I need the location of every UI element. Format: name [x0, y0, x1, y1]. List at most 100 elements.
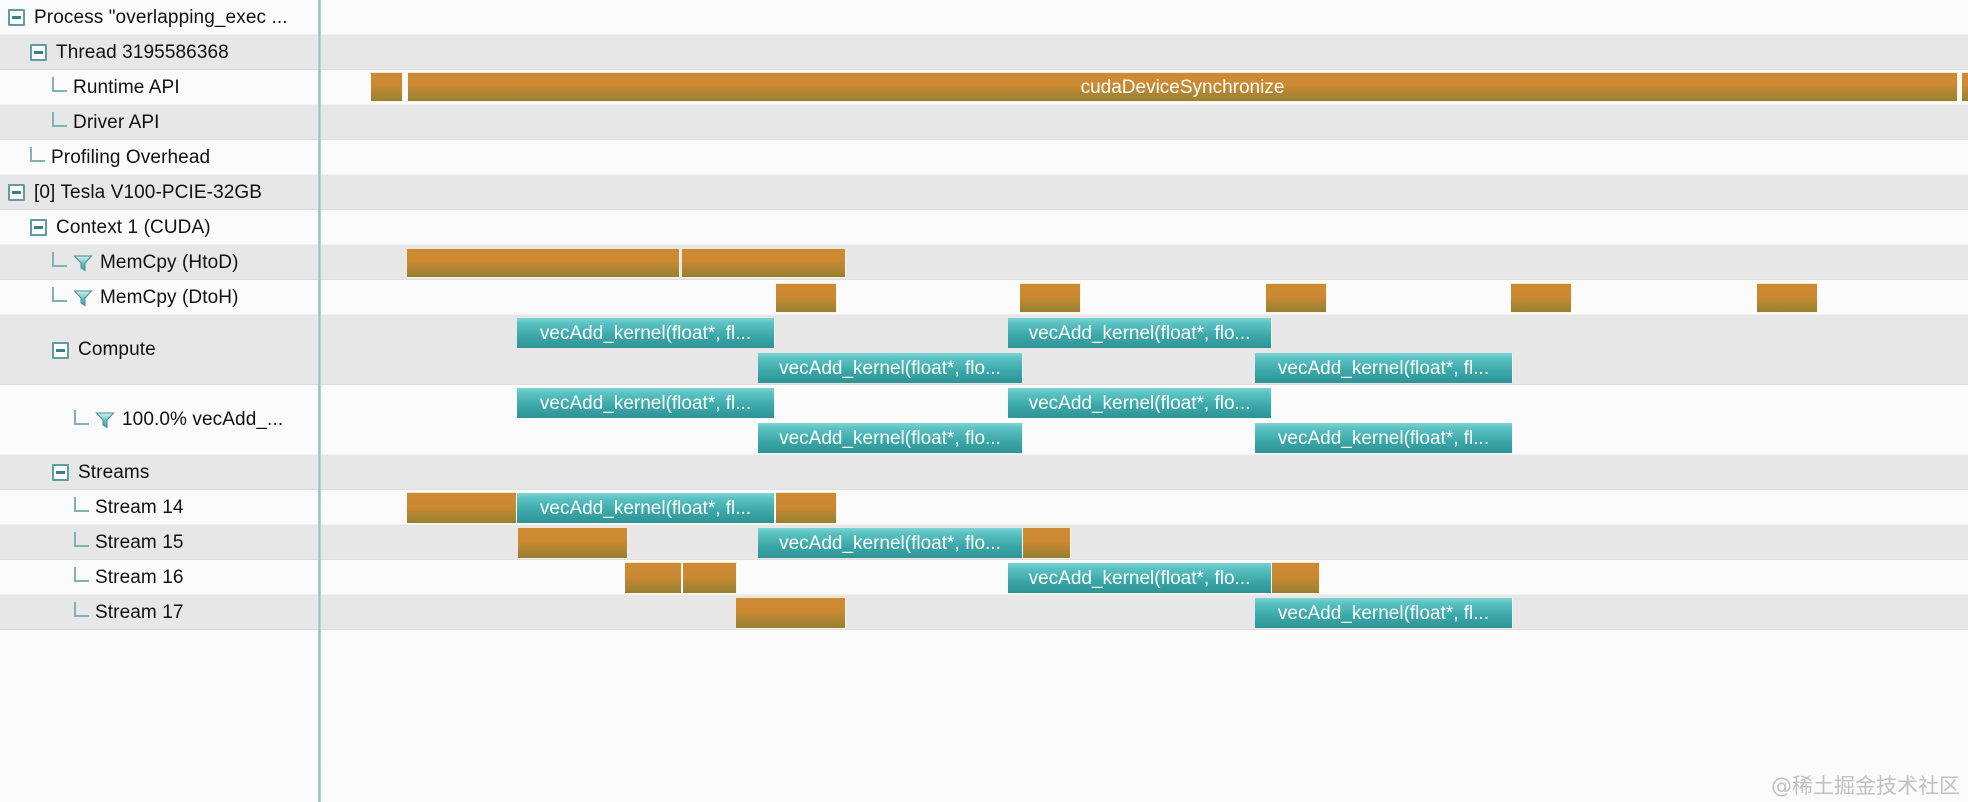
timeline-bar-stream-17[interactable]	[736, 598, 846, 628]
tree-item-label: 100.0% vecAdd_...	[122, 409, 284, 430]
timeline-bar-stream-15[interactable]: vecAdd_kernel(float*, flo...	[758, 528, 1023, 558]
tree-item-100-0-vecadd[interactable]: 100.0% vecAdd_...	[0, 385, 320, 455]
filter-icon[interactable]	[73, 289, 93, 307]
tree-item-label: Streams	[78, 461, 150, 483]
timeline-bar-stream-16[interactable]	[625, 563, 682, 593]
collapse-expander-icon[interactable]	[30, 219, 47, 236]
filter-icon[interactable]	[73, 254, 93, 272]
timeline-bar-stream-16[interactable]	[1272, 563, 1320, 593]
tree-item-thread-3195586368[interactable]: Thread 3195586368	[0, 35, 320, 70]
tree-item-context-1-cuda[interactable]: Context 1 (CUDA)	[0, 210, 320, 245]
tree-item-label: Stream 14	[95, 496, 184, 518]
tree-item-compute[interactable]: Compute	[0, 315, 320, 385]
timeline-row-band	[0, 490, 1968, 525]
tree-item-streams[interactable]: Streams	[0, 455, 320, 490]
collapse-expander-icon[interactable]	[52, 341, 69, 359]
timeline-bar-stream-15[interactable]	[518, 528, 628, 558]
collapse-expander-icon[interactable]	[8, 9, 25, 26]
timeline-bar-label: vecAdd_kernel(float*, fl...	[1277, 603, 1490, 623]
timeline-bar-runtime-api[interactable]	[371, 73, 403, 101]
timeline-bar-compute-a[interactable]: vecAdd_kernel(float*, flo...	[1008, 318, 1272, 348]
tree-item-memcpy-htod[interactable]: MemCpy (HtoD)	[0, 245, 320, 280]
tree-item-0-tesla-v100-pcie-32gb[interactable]: [0] Tesla V100-PCIE-32GB	[0, 175, 320, 210]
timeline-row-band	[0, 140, 1968, 175]
tree-item-stream-17[interactable]: Stream 17	[0, 595, 320, 630]
timeline-bar-compute-b[interactable]: vecAdd_kernel(float*, fl...	[1255, 353, 1513, 383]
timeline-bar-label: vecAdd_kernel(float*, flo...	[779, 358, 1001, 378]
tree-row-separator	[0, 559, 320, 560]
tree-elbow-connector-icon	[74, 409, 89, 425]
timeline-row-band	[0, 560, 1968, 595]
timeline-bar-kernel-detail-b[interactable]: vecAdd_kernel(float*, fl...	[1255, 423, 1513, 453]
tree-row-separator	[0, 174, 320, 175]
timeline-bar-label: vecAdd_kernel(float*, fl...	[539, 498, 752, 518]
tree-item-stream-16[interactable]: Stream 16	[0, 560, 320, 595]
tree-item-label: Context 1 (CUDA)	[56, 216, 211, 238]
timeline-bar-compute-a[interactable]: vecAdd_kernel(float*, fl...	[517, 318, 775, 348]
timeline-bar-memcpy-dtoh[interactable]	[1266, 284, 1327, 312]
timeline-bar-label: vecAdd_kernel(float*, fl...	[539, 393, 752, 413]
collapse-expander-icon[interactable]	[52, 464, 69, 481]
timeline-bar-stream-15[interactable]	[1023, 528, 1071, 558]
timeline-bar-stream-14[interactable]	[407, 493, 517, 523]
tree-item-label: Process "overlapping_exec ...	[34, 6, 288, 28]
timeline-bar-label: vecAdd_kernel(float*, fl...	[1277, 428, 1490, 448]
timeline-bar-kernel-detail-b[interactable]: vecAdd_kernel(float*, flo...	[758, 423, 1023, 453]
timeline-bar-kernel-detail-a[interactable]: vecAdd_kernel(float*, flo...	[1008, 388, 1272, 418]
tree-elbow-connector-icon	[52, 287, 67, 302]
timeline-bar-label: vecAdd_kernel(float*, fl...	[539, 323, 752, 343]
tree-row-separator	[0, 489, 320, 490]
tree-row-separator	[0, 244, 320, 245]
timeline-bar-memcpy-dtoh[interactable]	[776, 284, 837, 312]
timeline-canvas[interactable]: cudaDeviceSynchronize vecAdd_kernel(float…	[321, 0, 1968, 802]
tree-item-label: Driver API	[73, 111, 160, 133]
timeline-bar-memcpy-dtoh[interactable]	[1020, 284, 1081, 312]
timeline-bar-runtime-api[interactable]: cudaDeviceSynchronize	[408, 73, 1958, 101]
tree-item-label: Stream 16	[95, 566, 184, 588]
tree-row-separator	[0, 34, 320, 35]
tree-item-stream-15[interactable]: Stream 15	[0, 525, 320, 560]
timeline-bar-label: vecAdd_kernel(float*, flo...	[1028, 393, 1251, 413]
tree-item-stream-14[interactable]: Stream 14	[0, 490, 320, 525]
tree-item-label: Stream 17	[95, 601, 184, 623]
tree-row-separator	[0, 524, 320, 525]
tree-row-separator	[0, 139, 320, 140]
timeline-bar-memcpy-dtoh[interactable]	[1511, 284, 1572, 312]
tree-item-process-overlapping-exec[interactable]: Process "overlapping_exec ...	[0, 0, 320, 35]
timeline-bar-runtime-api[interactable]	[1962, 73, 1968, 101]
tree-row-separator	[0, 279, 320, 280]
timeline-bar-memcpy-htod[interactable]	[407, 249, 680, 277]
tree-elbow-connector-icon	[52, 252, 67, 267]
timeline-tree-panel[interactable]: Process "overlapping_exec ... Thread 3195…	[0, 0, 320, 802]
timeline-bar-memcpy-htod[interactable]	[682, 249, 846, 277]
tree-item-memcpy-dtoh[interactable]: MemCpy (DtoH)	[0, 280, 320, 315]
timeline-row-band	[0, 245, 1968, 280]
timeline-bar-stream-16[interactable]	[683, 563, 737, 593]
timeline-bar-stream-14[interactable]: vecAdd_kernel(float*, fl...	[517, 493, 775, 523]
timeline-bar-stream-17[interactable]: vecAdd_kernel(float*, fl...	[1255, 598, 1513, 628]
timeline-bar-label: vecAdd_kernel(float*, flo...	[1028, 323, 1251, 343]
tree-row-separator	[0, 454, 320, 455]
tree-item-driver-api[interactable]: Driver API	[0, 105, 320, 140]
timeline-bar-compute-b[interactable]: vecAdd_kernel(float*, flo...	[758, 353, 1023, 383]
tree-row-separator	[0, 104, 320, 105]
collapse-expander-icon[interactable]	[8, 184, 25, 201]
tree-item-profiling-overhead[interactable]: Profiling Overhead	[0, 140, 320, 175]
tree-row-separator	[0, 69, 320, 70]
tree-elbow-connector-icon	[74, 567, 89, 582]
timeline-bar-label: cudaDeviceSynchronize	[1080, 77, 1285, 97]
timeline-bar-memcpy-dtoh[interactable]	[1757, 284, 1818, 312]
filter-icon[interactable]	[95, 411, 115, 429]
tree-item-label: Profiling Overhead	[51, 146, 211, 168]
tree-row-separator	[0, 629, 320, 630]
tree-elbow-connector-icon	[30, 147, 45, 162]
tree-item-label: Compute	[78, 339, 156, 360]
tree-item-label: Runtime API	[73, 76, 180, 98]
timeline-bar-stream-14[interactable]	[776, 493, 837, 523]
tree-item-runtime-api[interactable]: Runtime API	[0, 70, 320, 105]
timeline-bar-kernel-detail-a[interactable]: vecAdd_kernel(float*, fl...	[517, 388, 775, 418]
timeline-bar-stream-16[interactable]: vecAdd_kernel(float*, flo...	[1008, 563, 1272, 593]
collapse-expander-icon[interactable]	[30, 44, 47, 61]
panel-divider-handle[interactable]	[318, 0, 321, 802]
